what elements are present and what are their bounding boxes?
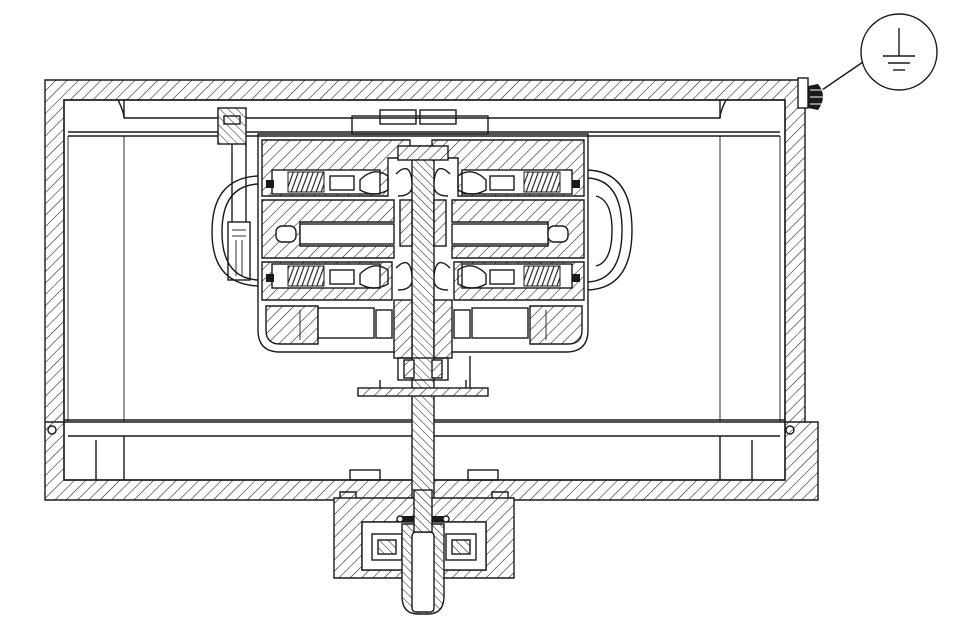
side-ring-right <box>587 169 633 291</box>
base-inner-lines <box>68 435 780 481</box>
bottom-handle-assembly <box>333 489 515 615</box>
earth-ground-icon <box>821 13 938 91</box>
spring <box>287 265 325 287</box>
earth-terminal <box>797 77 826 110</box>
lid-inner-frame <box>67 99 781 422</box>
spring <box>287 171 325 193</box>
left-bracket <box>217 107 251 281</box>
spring <box>523 265 561 287</box>
spring <box>523 171 561 193</box>
side-ring-left <box>211 175 259 287</box>
central-shaft <box>357 145 489 583</box>
